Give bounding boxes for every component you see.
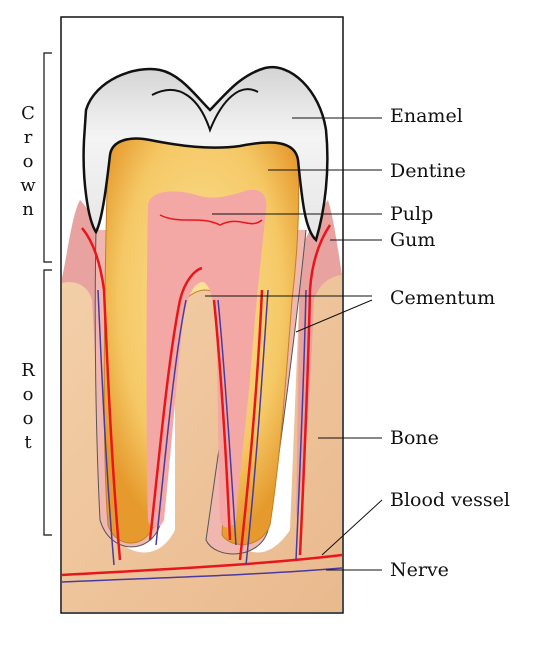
blood-vessel-label: Blood vessel — [390, 489, 510, 511]
cementum-label: Cementum — [390, 287, 496, 309]
crown-side-label-letter: o — [22, 151, 34, 172]
nerve-label: Nerve — [390, 559, 449, 581]
enamel-crown — [82, 65, 329, 243]
enamel-label: Enamel — [390, 105, 463, 127]
root-bracket — [43, 269, 52, 536]
crown-side-label-letter: C — [21, 103, 35, 124]
dentine-label: Dentine — [390, 160, 466, 182]
pulp-label: Pulp — [390, 203, 434, 225]
bone-label: Bone — [390, 427, 439, 449]
bone-region — [62, 272, 342, 612]
crown-side-label-letter: r — [23, 127, 33, 148]
root-side-label-letter: t — [24, 432, 32, 453]
blood-vessels — [61, 214, 343, 577]
gum-label: Gum — [390, 229, 436, 251]
root-side-label-letter: o — [22, 384, 34, 405]
crown-bracket — [43, 52, 52, 263]
root-side-label-letter: R — [21, 360, 35, 381]
crown-side-label-letter: w — [20, 175, 36, 196]
gum-region-right — [296, 200, 342, 520]
pulp-cavity — [146, 189, 267, 528]
leader-lines — [205, 117, 383, 571]
crown-side-label-letter: n — [22, 199, 34, 220]
nerves — [61, 289, 343, 583]
root-side-label-letter: o — [22, 408, 34, 429]
crown-fissure — [151, 88, 259, 133]
